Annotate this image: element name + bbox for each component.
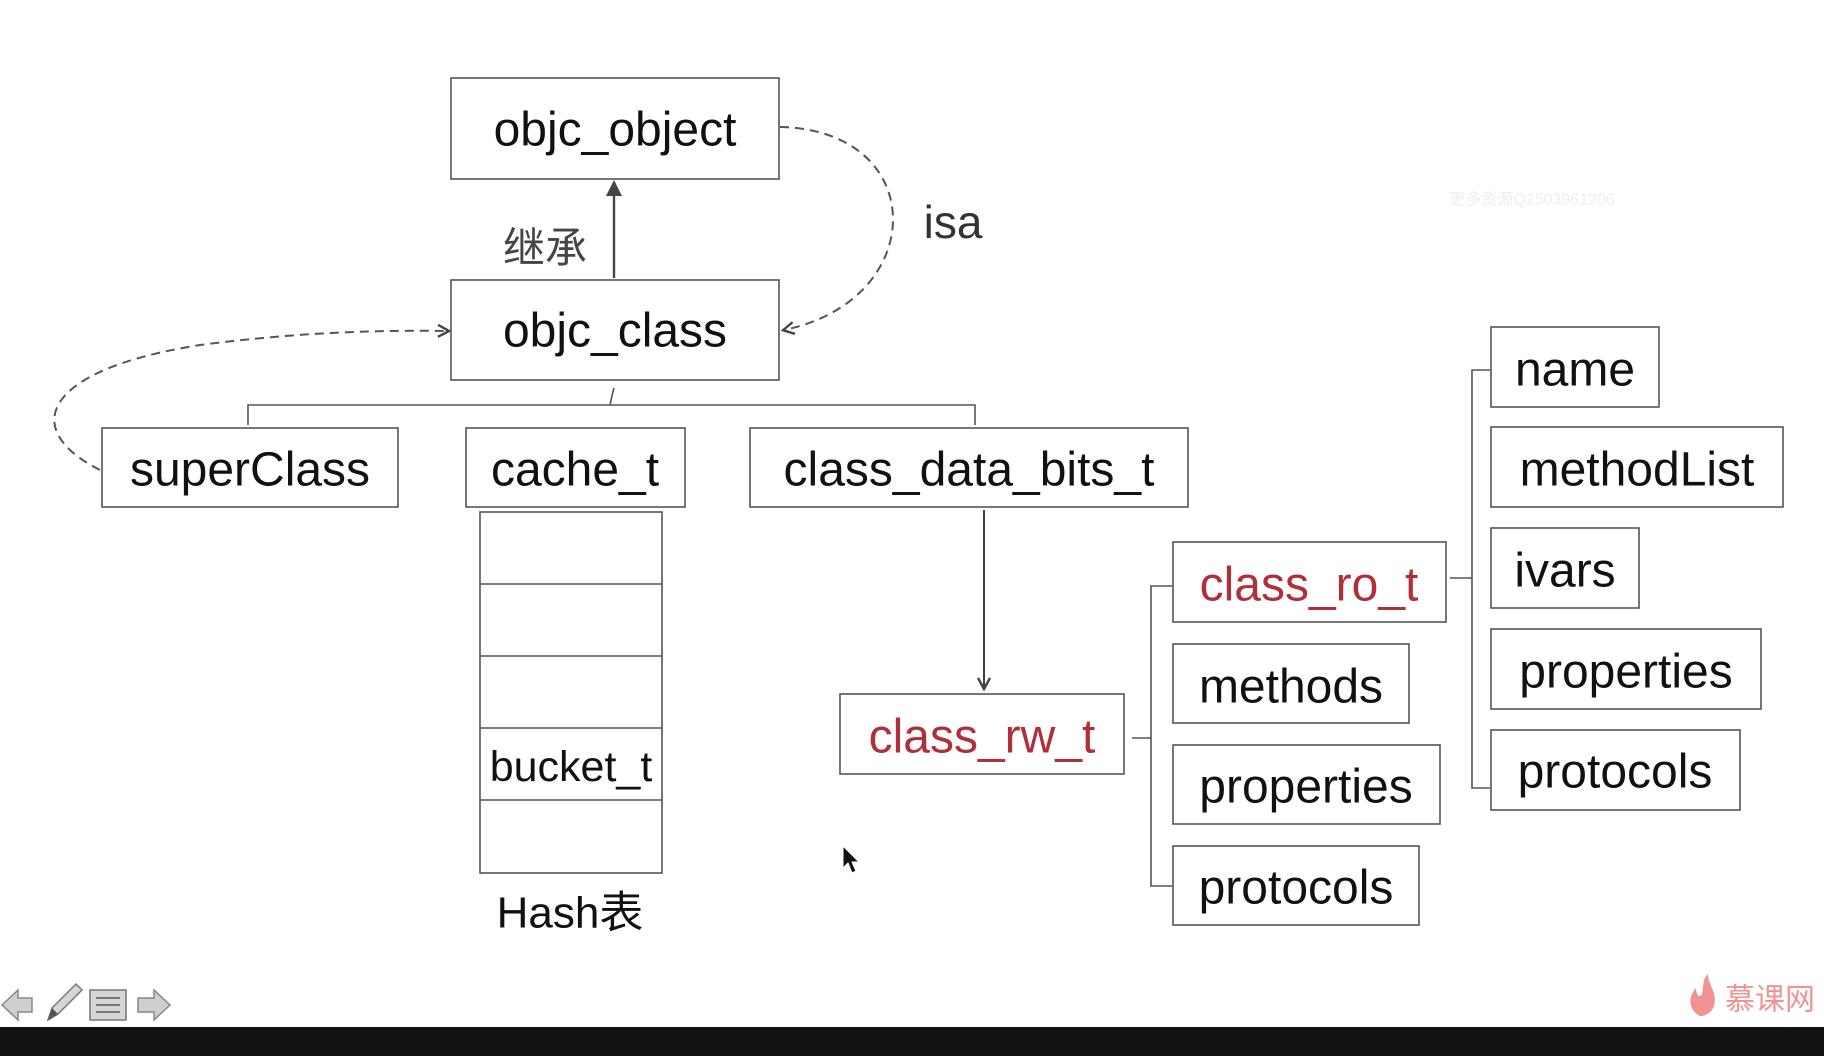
class-data-bits-t-box xyxy=(749,427,1189,508)
class-ro-t-box xyxy=(1172,541,1447,623)
menu-icon[interactable] xyxy=(89,989,127,1021)
rw-methods-label: methods xyxy=(1199,661,1383,714)
class-rw-t-label: class_rw_t xyxy=(869,711,1096,764)
ro-protocols-label: protocols xyxy=(1518,746,1713,799)
isa-label: isa xyxy=(924,196,983,248)
objc-class-label: objc_class xyxy=(503,305,727,358)
ro-name-label: name xyxy=(1515,344,1635,397)
slideshow-toolbar xyxy=(0,982,172,1022)
ro-properties-label: properties xyxy=(1519,646,1732,699)
ro-members-brace xyxy=(1450,369,1490,789)
pen-icon[interactable] xyxy=(46,982,84,1022)
ro-methodlist-label: methodList xyxy=(1520,444,1755,497)
ro-ivars-label: ivars xyxy=(1514,545,1615,598)
class-data-bits-t-label: class_data_bits_t xyxy=(784,444,1155,497)
cursor-icon xyxy=(842,844,861,874)
ro-name-box xyxy=(1490,326,1660,408)
node-labels: objc_object objc_class superClass cache_… xyxy=(130,104,1754,915)
cache-t-box xyxy=(465,427,686,508)
arrow-left-icon[interactable] xyxy=(0,988,33,1022)
objc-object-box xyxy=(450,77,780,180)
superclass-arrow xyxy=(53,331,448,471)
boxes xyxy=(101,77,1784,926)
rw-protocols-label: protocols xyxy=(1199,862,1394,915)
ro-methodlist-box xyxy=(1490,426,1784,508)
bucket-t-label: bucket_t xyxy=(490,743,653,791)
bucket-array xyxy=(479,511,663,874)
flame-icon xyxy=(1690,974,1715,1016)
rw-protocols-box xyxy=(1172,845,1420,926)
cache-t-label: cache_t xyxy=(491,444,659,497)
objc-object-label: objc_object xyxy=(494,104,737,157)
superclass-box xyxy=(101,427,399,508)
inherit-label: 继承 xyxy=(503,225,587,272)
rw-methods-box xyxy=(1172,643,1410,724)
class-members-brace xyxy=(247,387,976,425)
class-ro-t-label: class_ro_t xyxy=(1200,559,1419,612)
rw-properties-label: properties xyxy=(1199,761,1412,814)
bottom-bar xyxy=(0,1027,1824,1056)
watermark-text: 更多资源Q2503961206 xyxy=(1449,191,1615,209)
objc-class-box xyxy=(450,279,780,381)
ro-protocols-box xyxy=(1490,729,1741,811)
class-rw-t-box xyxy=(839,693,1125,775)
edge-labels: 继承 isa Hash表 xyxy=(497,196,983,938)
brand-logo: 慕课网 xyxy=(1690,974,1815,1018)
rw-members-brace xyxy=(1132,585,1172,887)
ro-ivars-box xyxy=(1490,527,1640,609)
superclass-label: superClass xyxy=(130,444,370,497)
connector-lines xyxy=(53,126,1490,887)
ro-properties-box xyxy=(1490,628,1762,710)
bucket-dividers xyxy=(480,583,662,801)
rw-properties-box xyxy=(1172,744,1441,825)
brand-text: 慕课网 xyxy=(1725,983,1815,1018)
isa-arrow xyxy=(779,126,894,330)
hash-table-label: Hash表 xyxy=(497,889,644,938)
arrow-right-icon[interactable] xyxy=(137,988,172,1022)
